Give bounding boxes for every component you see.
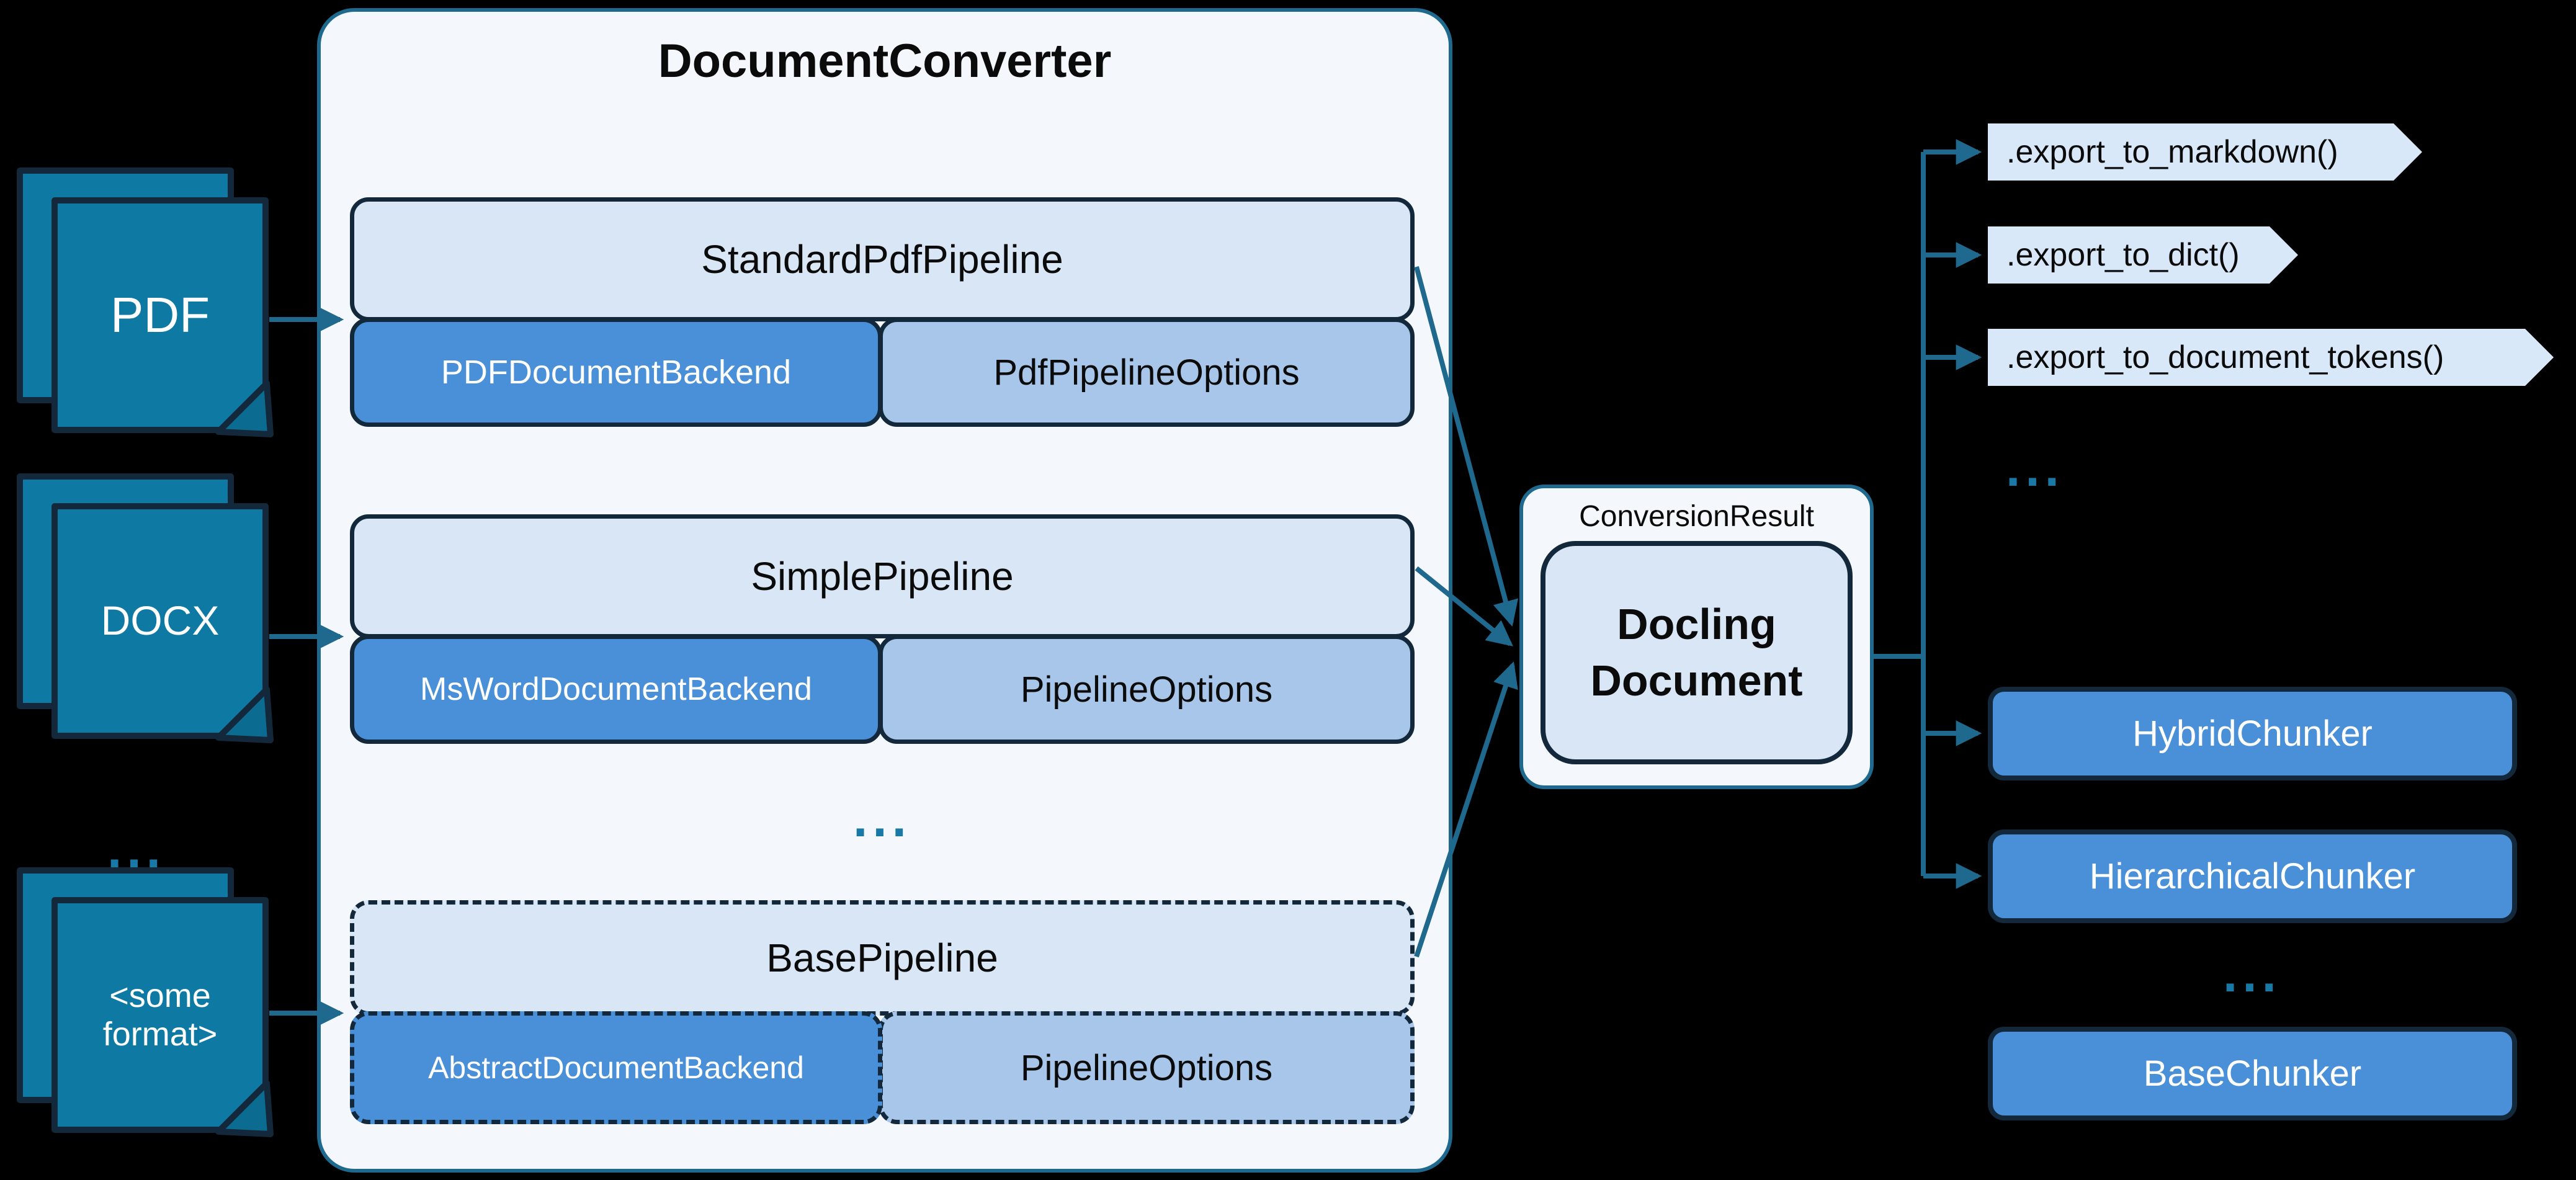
standard-pdf-pipeline-box: StandardPdfPipeline <box>350 197 1415 321</box>
export-to-markdown-tag: .export_to_markdown() <box>1988 123 2422 181</box>
document-converter-title: DocumentConverter <box>658 34 1112 87</box>
export-to-document-tokens-tag: .export_to_document_tokens() <box>1988 329 2554 386</box>
base-pipeline-box: BasePipeline <box>350 900 1415 1016</box>
export-to-dict-tag: .export_to_dict() <box>1988 226 2298 284</box>
converter-more-pipelines-ellipsis: ... <box>852 789 911 848</box>
base-pipeline-options-box: PipelineOptions <box>879 1011 1415 1124</box>
base-chunker-box: BaseChunker <box>1988 1027 2517 1120</box>
pdf-document-backend-box: PDFDocumentBackend <box>350 318 882 427</box>
more-exports-ellipsis: ... <box>2005 439 2064 498</box>
simple-pipeline-box: SimplePipeline <box>350 514 1415 638</box>
pdf-pipeline-options-box: PdfPipelineOptions <box>879 318 1415 427</box>
simple-pipeline-options-box: PipelineOptions <box>879 635 1415 744</box>
pdf-document-label: PDF <box>110 287 210 342</box>
ms-word-document-backend-box: MsWordDocumentBackend <box>350 635 882 744</box>
hierarchical-chunker-box: HierarchicalChunker <box>1988 829 2517 923</box>
docling-document-box: Docling Document <box>1541 541 1853 764</box>
conversion-result-label: ConversionResult <box>1579 499 1814 533</box>
docx-document-label: DOCX <box>101 597 220 644</box>
more-formats-ellipsis: ... <box>107 820 166 879</box>
abstract-document-backend-box: AbstractDocumentBackend <box>350 1011 882 1124</box>
some-format-document-label: <some format> <box>102 977 218 1053</box>
more-chunkers-ellipsis: ... <box>2222 944 2281 1003</box>
hybrid-chunker-box: HybridChunker <box>1988 687 2517 780</box>
